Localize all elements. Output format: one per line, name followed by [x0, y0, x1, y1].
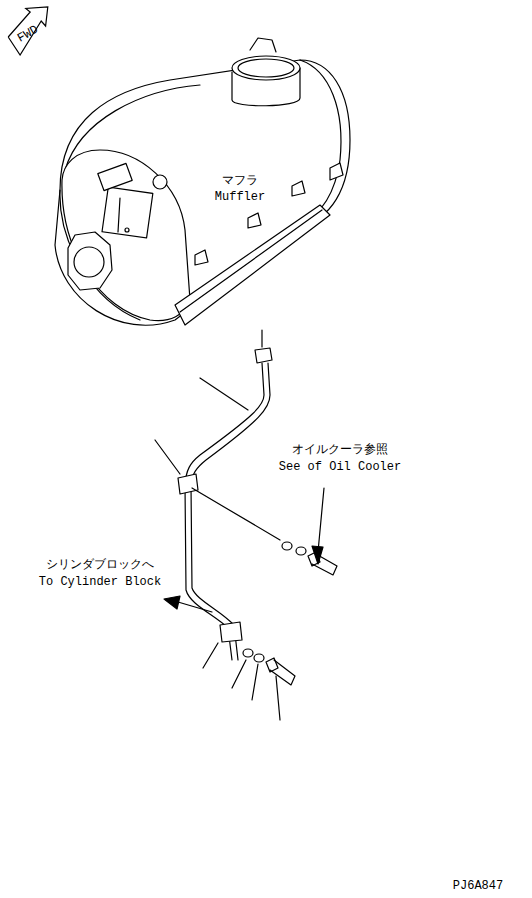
arrow-shape	[8, 7, 48, 55]
part-name-jp: マフラ	[220, 174, 260, 188]
part-name: Muffler	[213, 190, 267, 204]
direction-note: To Cylinder Block	[37, 575, 163, 589]
drawing-number: PJ6A847	[451, 879, 505, 893]
direction-arrow: FWD	[6, 6, 50, 56]
reference-note: See of Oil Cooler	[277, 460, 403, 474]
reference-note-jp: オイルクーラ参照	[290, 443, 390, 457]
direction-note-jp: シリンダブロックへ	[44, 558, 156, 572]
